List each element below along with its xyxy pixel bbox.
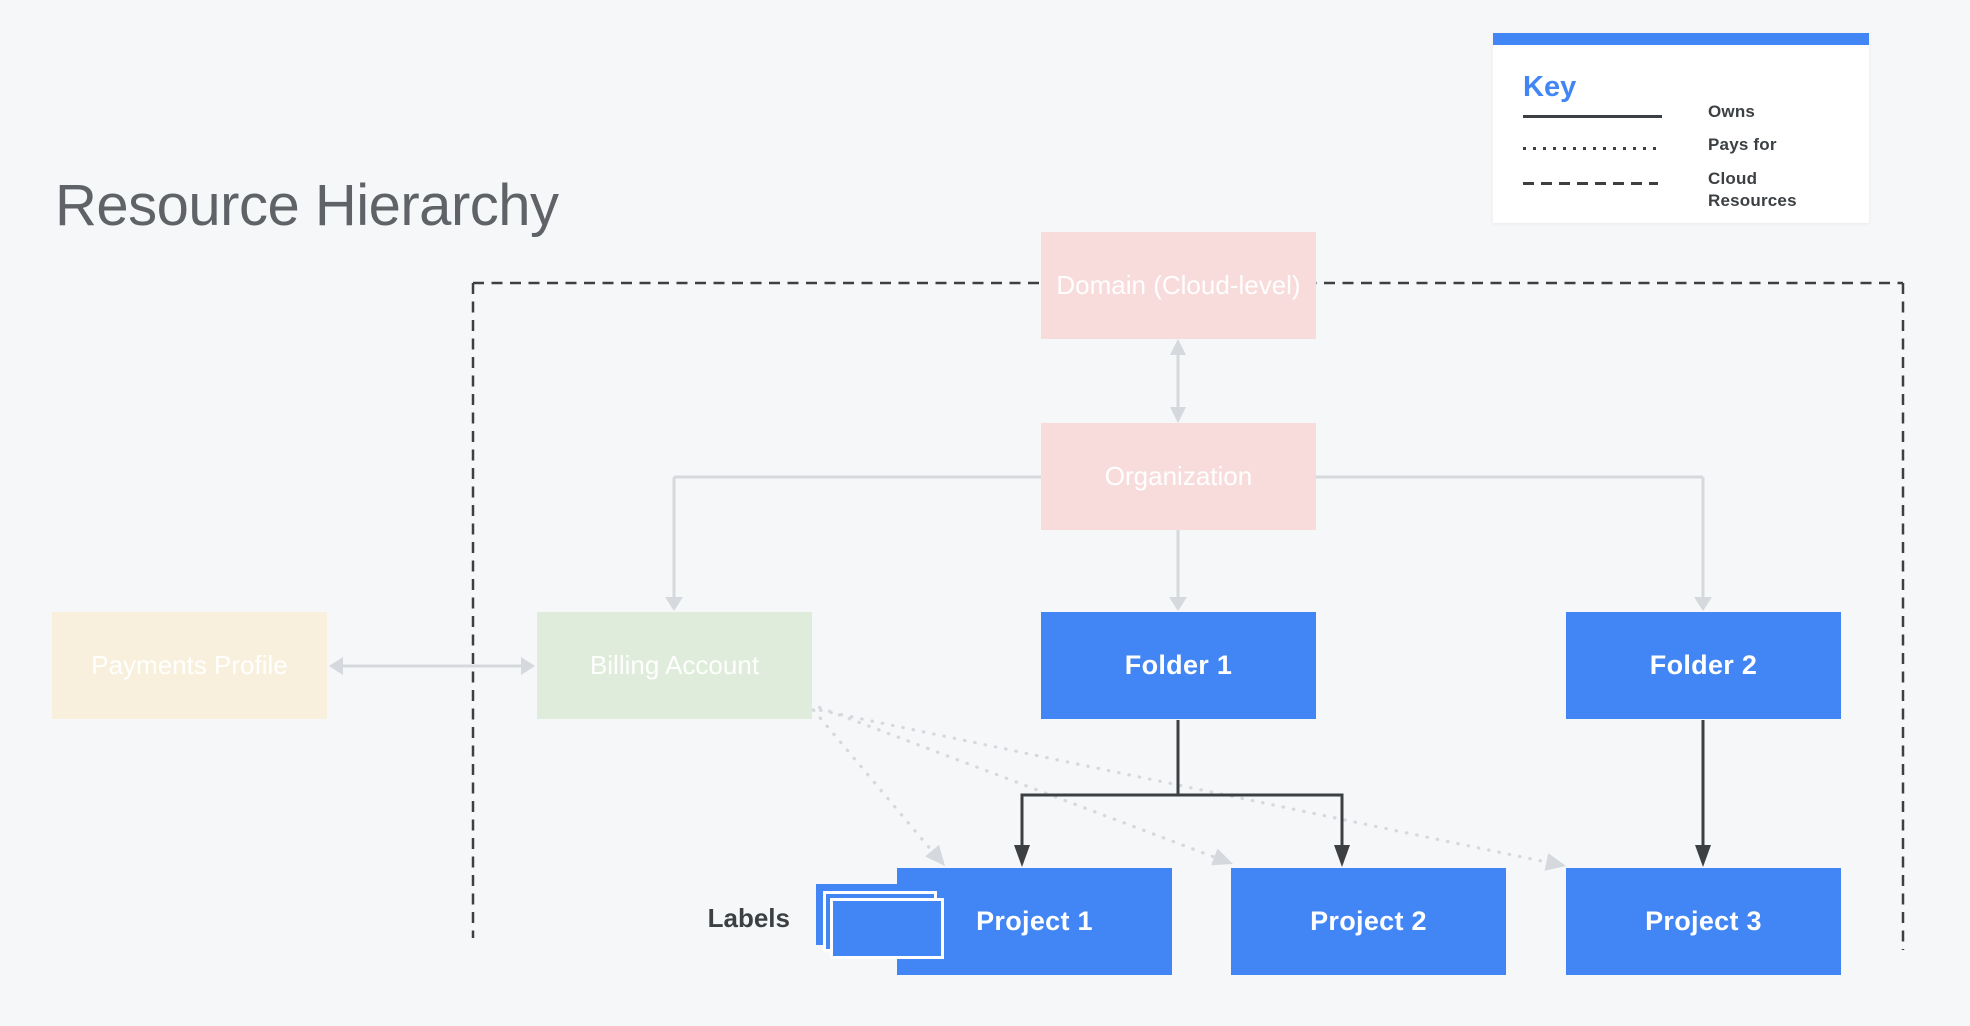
node-project-2: Project 2 (1231, 868, 1506, 975)
node-project-3: Project 3 (1566, 868, 1841, 975)
legend-body: Key Owns Pays for Cloud Resources (1493, 45, 1869, 223)
labels-caption: Labels (707, 903, 790, 933)
node-organization: Organization (1041, 423, 1316, 530)
legend-heading: Key (1523, 71, 1577, 103)
node-folder-2: Folder 2 (1566, 612, 1841, 719)
node-payments-profile: Payments Profile (52, 612, 327, 719)
label-card-front (830, 898, 944, 959)
legend-solid-line-sample (1523, 115, 1662, 118)
legend-accent-bar (1493, 33, 1869, 45)
legend-label-cloud-resources: Cloud Resources (1708, 169, 1797, 210)
node-billing-account: Billing Account (537, 612, 812, 719)
legend-key: Key Owns Pays for Cloud Resources (1493, 33, 1869, 223)
legend-label-pays-for: Pays for (1708, 135, 1777, 154)
legend-dashed-line-sample (1523, 182, 1658, 185)
cloud-resources-boundary (471, 281, 1905, 950)
node-folder-1: Folder 1 (1041, 612, 1316, 719)
page-title: Resource Hierarchy (55, 173, 559, 238)
labels-stack-icon (816, 884, 946, 966)
folder-project-connectors-dark (1014, 720, 1711, 867)
legend-dotted-line-sample (1523, 147, 1660, 150)
pays-for-connectors-dotted (798, 692, 1566, 871)
node-domain: Domain (Cloud-level) (1041, 232, 1316, 339)
legend-label-owns: Owns (1708, 102, 1756, 121)
